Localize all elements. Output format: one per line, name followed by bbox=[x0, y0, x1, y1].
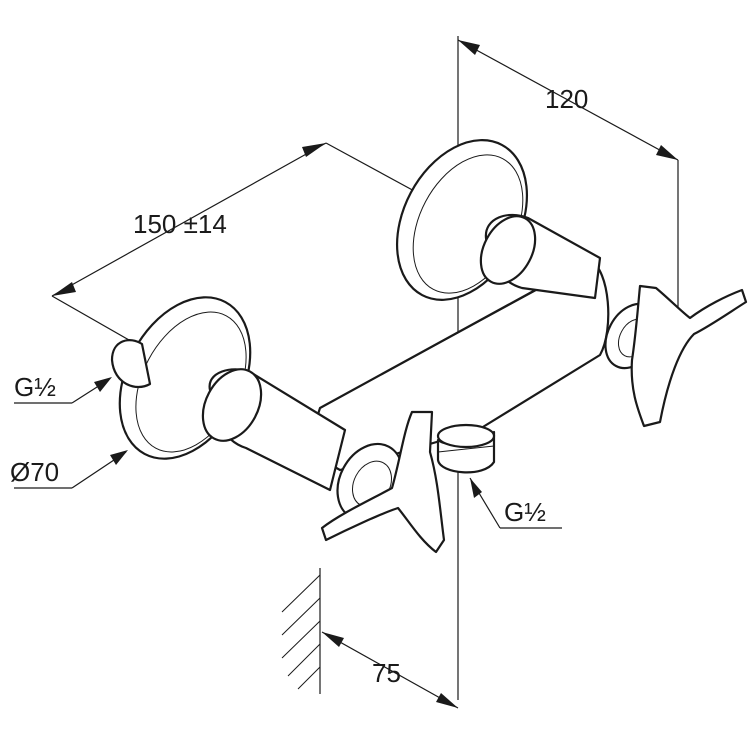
leader-outlet-thread bbox=[469, 477, 562, 529]
label-dimension-150: 150 ±14 bbox=[133, 209, 227, 239]
leader-inlet-thread bbox=[14, 377, 112, 404]
label-rosette-diameter: Ø70 bbox=[10, 457, 59, 487]
label-dimension-75: 75 bbox=[372, 658, 401, 688]
label-inlet-thread: G½ bbox=[14, 372, 56, 402]
dimension-75 bbox=[319, 568, 459, 709]
label-outlet-thread: G½ bbox=[504, 497, 546, 527]
outlet-nut bbox=[436, 423, 496, 474]
faucet-body bbox=[110, 139, 748, 554]
handle-back bbox=[630, 284, 748, 428]
handle-front bbox=[320, 410, 446, 554]
dimension-150 bbox=[51, 142, 441, 353]
wall-hatching bbox=[281, 574, 321, 690]
leader-rosette-diameter bbox=[14, 450, 128, 489]
label-dimension-120: 120 bbox=[545, 84, 588, 114]
